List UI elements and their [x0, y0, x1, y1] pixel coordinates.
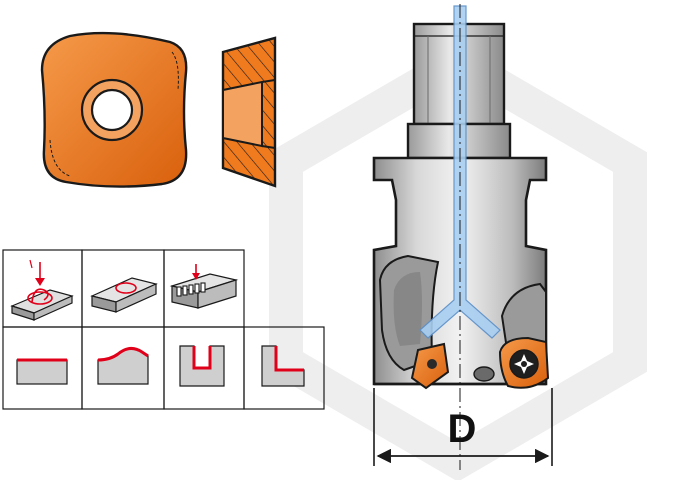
app-face-milling-helical	[10, 259, 74, 321]
cutter-insert-right	[498, 336, 550, 389]
app-face-milling	[90, 277, 158, 313]
dimension-label: D	[448, 407, 477, 451]
app-shoulder-flat	[16, 358, 68, 385]
insert-section-view	[221, 36, 277, 188]
insert-hole-inner	[90, 88, 134, 132]
insert-top-view	[40, 31, 188, 188]
app-slot-profile	[179, 345, 225, 387]
applications-grid	[2, 249, 325, 410]
app-profile-contour	[97, 347, 149, 385]
milling-cutter	[372, 4, 550, 470]
cutter-insert-left	[410, 342, 450, 390]
dimension-d: D	[373, 388, 553, 466]
app-square-shoulder	[261, 345, 305, 387]
app-slotting-grooving	[169, 264, 239, 309]
